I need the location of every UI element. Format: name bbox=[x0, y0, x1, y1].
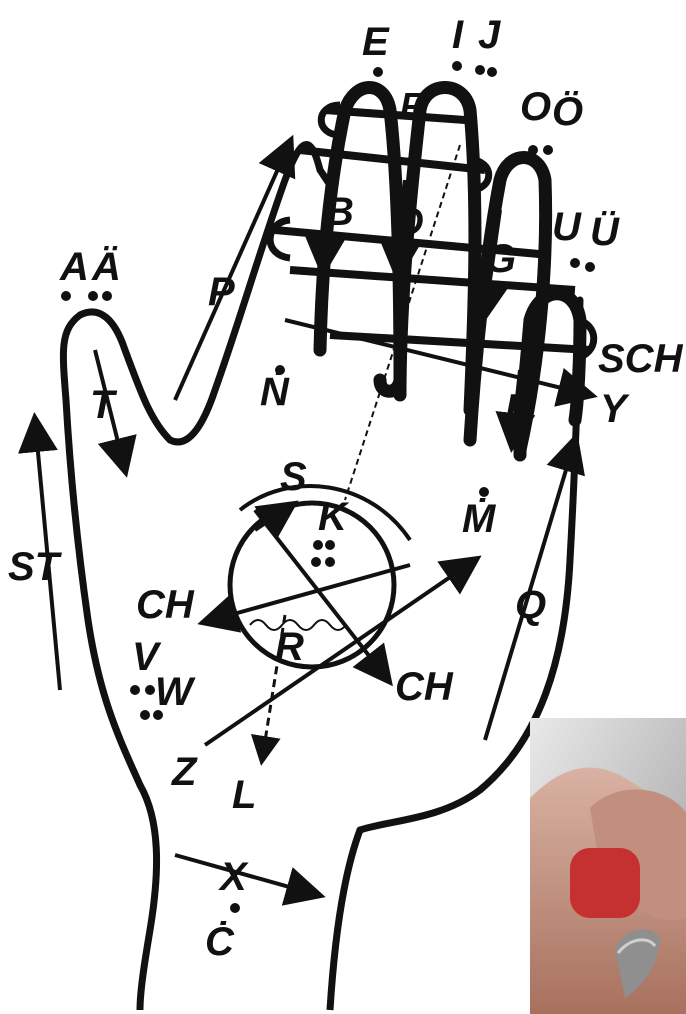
label-w: W bbox=[155, 670, 196, 714]
label-s: S bbox=[280, 455, 307, 499]
loop-left-mid bbox=[270, 220, 290, 258]
hand-photo bbox=[530, 718, 686, 1014]
bar-4 bbox=[290, 270, 575, 290]
label-k: K bbox=[318, 495, 350, 539]
label-n-dot: Ṅ bbox=[260, 370, 290, 414]
label-m-dot: Ṁ bbox=[462, 497, 497, 541]
label-c-dot: Ċ bbox=[205, 919, 235, 964]
hand-photo-icon bbox=[530, 718, 686, 1014]
label-p: P bbox=[208, 270, 235, 314]
label-ch-left: CH bbox=[136, 583, 195, 627]
label-l: L bbox=[232, 773, 256, 817]
label-u-uml: Ü bbox=[590, 209, 620, 254]
label-q: Q bbox=[515, 583, 546, 627]
label-g: G bbox=[485, 237, 516, 281]
label-b: B bbox=[325, 190, 354, 234]
arrow-m bbox=[205, 560, 475, 745]
label-y: Y bbox=[600, 387, 630, 431]
label-o: O bbox=[520, 85, 551, 129]
label-h: H bbox=[505, 387, 535, 431]
label-i: I bbox=[452, 13, 464, 57]
label-sch: SCH bbox=[598, 337, 684, 381]
label-j: J bbox=[478, 13, 501, 57]
wrist-left bbox=[140, 785, 157, 1010]
label-st: ST bbox=[8, 545, 63, 589]
label-o-uml: Ö bbox=[552, 89, 583, 134]
label-u: U bbox=[552, 205, 582, 249]
label-a-uml: Ä bbox=[91, 245, 121, 289]
label-d: D bbox=[395, 200, 424, 244]
label-e: E bbox=[362, 20, 390, 64]
label-f: F bbox=[400, 85, 423, 126]
wrist-right bbox=[330, 830, 360, 1010]
label-a: A bbox=[59, 245, 89, 289]
arrow-ch-left bbox=[205, 565, 410, 622]
label-ch-right: CH bbox=[395, 665, 454, 709]
label-r: R bbox=[275, 625, 304, 669]
label-z: Z bbox=[171, 750, 198, 794]
label-x: X bbox=[218, 855, 249, 899]
label-t: T bbox=[90, 383, 118, 427]
